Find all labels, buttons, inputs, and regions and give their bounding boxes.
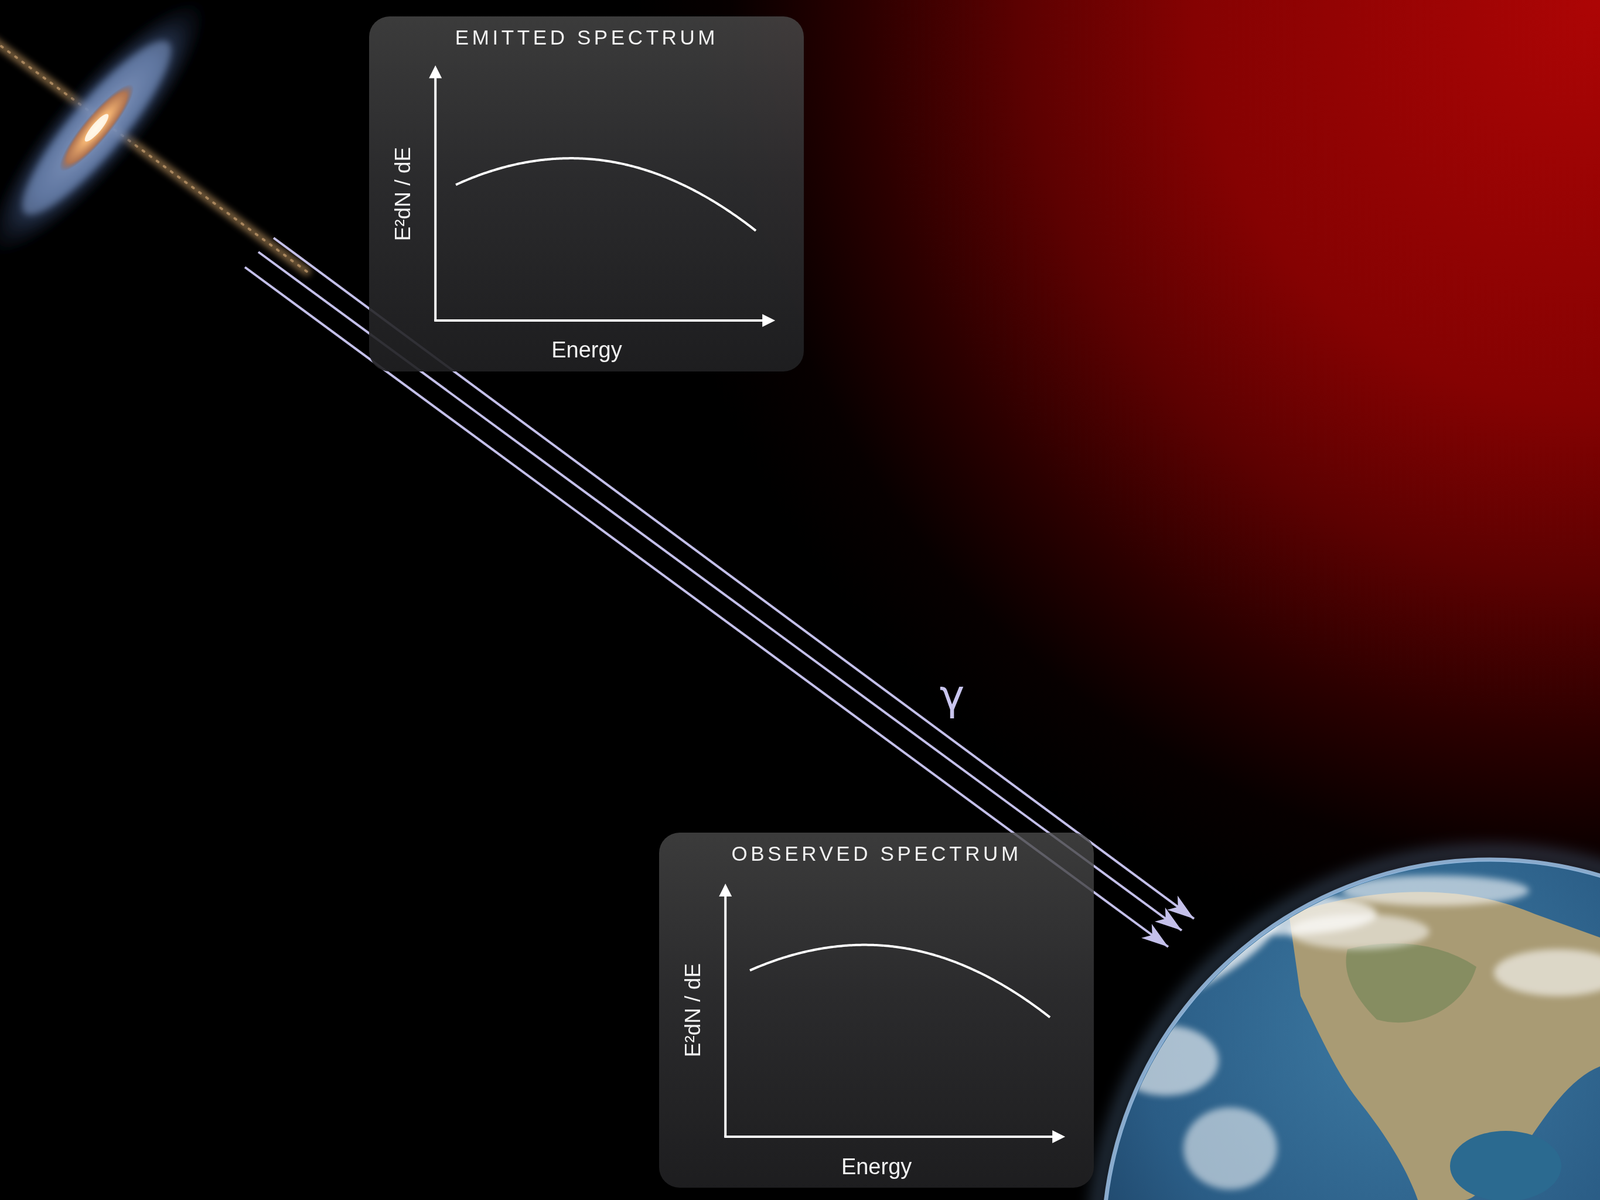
continent (1345, 943, 1477, 1023)
galaxy-core (50, 76, 143, 179)
galaxy-core (82, 111, 112, 145)
axis-title: Energy (551, 337, 622, 363)
y-axis (724, 894, 727, 1137)
axis-title-holder: Energy (841, 1153, 912, 1179)
spectrum-panel: EMITTED SPECTRUM E²dN / dE Energy (369, 16, 804, 372)
label-holder: γ (939, 670, 965, 720)
axis-arrowhead (429, 65, 443, 78)
earth-globe (1104, 860, 1600, 1200)
gamma-symbol: γ (939, 670, 965, 720)
axis-title: Energy (841, 1153, 912, 1179)
galaxy (0, 0, 311, 281)
atmosphere-glow (1096, 852, 1600, 1200)
axis-arrowhead (1052, 1130, 1066, 1144)
earth (1096, 852, 1600, 1200)
axis-title-holder: Energy (551, 337, 622, 363)
spectrum-curve (456, 158, 757, 231)
axis-title: E²dN / dE (680, 963, 706, 1057)
y-axis (434, 75, 438, 320)
axis-title-holder: E²dN / dE (390, 147, 416, 241)
panel-title-holder: OBSERVED SPECTRUM (731, 841, 1022, 866)
gulf (1450, 1130, 1562, 1200)
axis-arrowhead (762, 314, 776, 327)
atmosphere-rim (1103, 859, 1600, 1200)
spectrum-panel: OBSERVED SPECTRUM E²dN / dE Energy (659, 832, 1094, 1188)
spectrum-plot (369, 16, 804, 372)
panel-title: OBSERVED SPECTRUM (731, 841, 1022, 866)
panel-title: EMITTED SPECTRUM (455, 25, 719, 50)
galaxy-disk (0, 0, 235, 281)
x-axis (434, 319, 766, 322)
axis-title-holder: E²dN / dE (680, 963, 706, 1057)
x-axis (724, 1135, 1055, 1138)
spectrum-curve (749, 945, 1050, 1018)
axis-arrowhead (718, 883, 732, 897)
panel-title-holder: EMITTED SPECTRUM (455, 25, 719, 50)
axis-title: E²dN / dE (390, 147, 416, 241)
galaxy-disk (5, 25, 189, 230)
spectrum-plot (659, 832, 1094, 1188)
